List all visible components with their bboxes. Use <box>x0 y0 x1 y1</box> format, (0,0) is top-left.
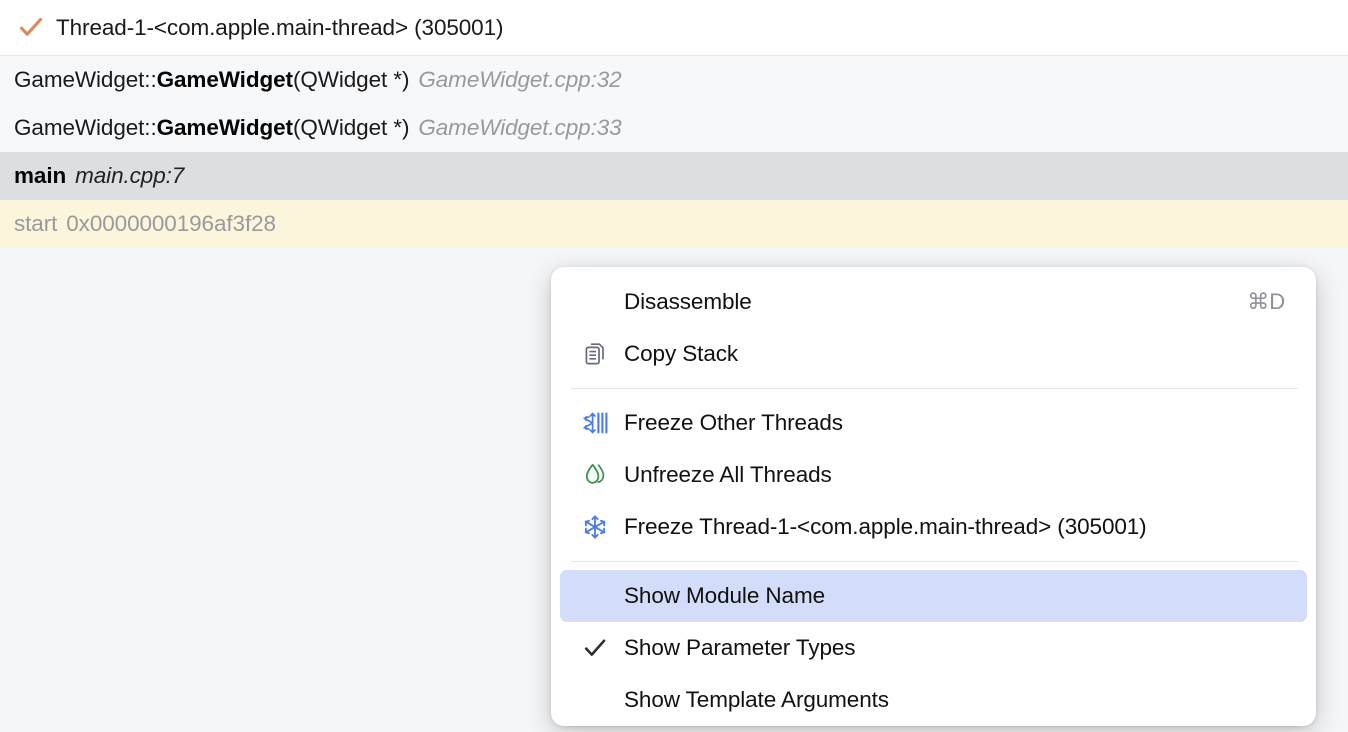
menu-item-copy-stack[interactable]: Copy Stack <box>560 328 1307 380</box>
frame-args: (QWidget *) <box>292 115 410 140</box>
frame-name: start <box>14 211 58 236</box>
stack-frame-list: GameWidget::GameWidget(QWidget *)GameWid… <box>0 56 1348 248</box>
frame-name: main <box>14 163 67 188</box>
snowflake-icon <box>580 512 610 542</box>
menu-item-freeze-thread[interactable]: Freeze Thread-1-<com.apple.main-thread> … <box>560 501 1307 553</box>
menu-item-label: Show Module Name <box>624 583 825 608</box>
menu-item-show-module-name[interactable]: Show Module Name <box>560 570 1307 622</box>
menu-item-label: Freeze Thread-1-<com.apple.main-thread> … <box>624 514 1147 539</box>
frame-address: 0x0000000196af3f28 <box>66 211 276 236</box>
menu-icon-placeholder <box>580 581 610 611</box>
menu-item-label: Copy Stack <box>624 341 739 366</box>
thread-header-row[interactable]: Thread-1-<com.apple.main-thread> (305001… <box>0 0 1348 56</box>
stack-frame-row[interactable]: GameWidget::GameWidget(QWidget *) GameWid… <box>0 56 1348 104</box>
frame-name: GameWidget <box>156 115 293 140</box>
frame-name: GameWidget <box>156 67 293 92</box>
stack-frame-row-selected[interactable]: main main.cpp:7 <box>0 152 1348 200</box>
menu-item-shortcut: ⌘D <box>1247 289 1285 314</box>
menu-item-label: Disassemble <box>624 289 752 314</box>
menu-icon-placeholder <box>580 685 610 715</box>
menu-separator <box>571 561 1298 562</box>
frame-qualifier: GameWidget:: <box>14 67 157 92</box>
checkmark-icon <box>580 633 610 663</box>
menu-item-label: Show Parameter Types <box>624 635 856 660</box>
freeze-other-threads-icon <box>580 408 610 438</box>
menu-item-label: Show Template Arguments <box>624 687 889 712</box>
menu-item-freeze-other-threads[interactable]: Freeze Other Threads <box>560 397 1307 449</box>
context-menu: Disassemble ⌘D Copy Stack <box>551 267 1316 726</box>
menu-item-show-template-arguments[interactable]: Show Template Arguments <box>560 674 1307 726</box>
menu-item-disassemble[interactable]: Disassemble ⌘D <box>560 276 1307 328</box>
frame-args: (QWidget *) <box>292 67 410 92</box>
thread-title: Thread-1-<com.apple.main-thread> (305001… <box>56 14 504 40</box>
unfreeze-all-threads-icon <box>580 460 610 490</box>
frame-qualifier: GameWidget:: <box>14 115 157 140</box>
copy-stack-icon <box>580 339 610 369</box>
menu-item-label: Freeze Other Threads <box>624 410 843 435</box>
menu-item-unfreeze-all-threads[interactable]: Unfreeze All Threads <box>560 449 1307 501</box>
menu-separator <box>571 388 1298 389</box>
menu-item-show-parameter-types[interactable]: Show Parameter Types <box>560 622 1307 674</box>
menu-item-label: Unfreeze All Threads <box>624 462 832 487</box>
frame-location: main.cpp:7 <box>75 163 185 188</box>
stack-frame-row[interactable]: GameWidget::GameWidget(QWidget *) GameWid… <box>0 104 1348 152</box>
thread-status-checkmark-icon <box>19 17 43 36</box>
frame-location: GameWidget.cpp:33 <box>418 115 622 140</box>
menu-icon-placeholder <box>580 287 610 317</box>
frame-location: GameWidget.cpp:32 <box>418 67 622 92</box>
stack-frame-row-marked[interactable]: start 0x0000000196af3f28 <box>0 200 1348 248</box>
